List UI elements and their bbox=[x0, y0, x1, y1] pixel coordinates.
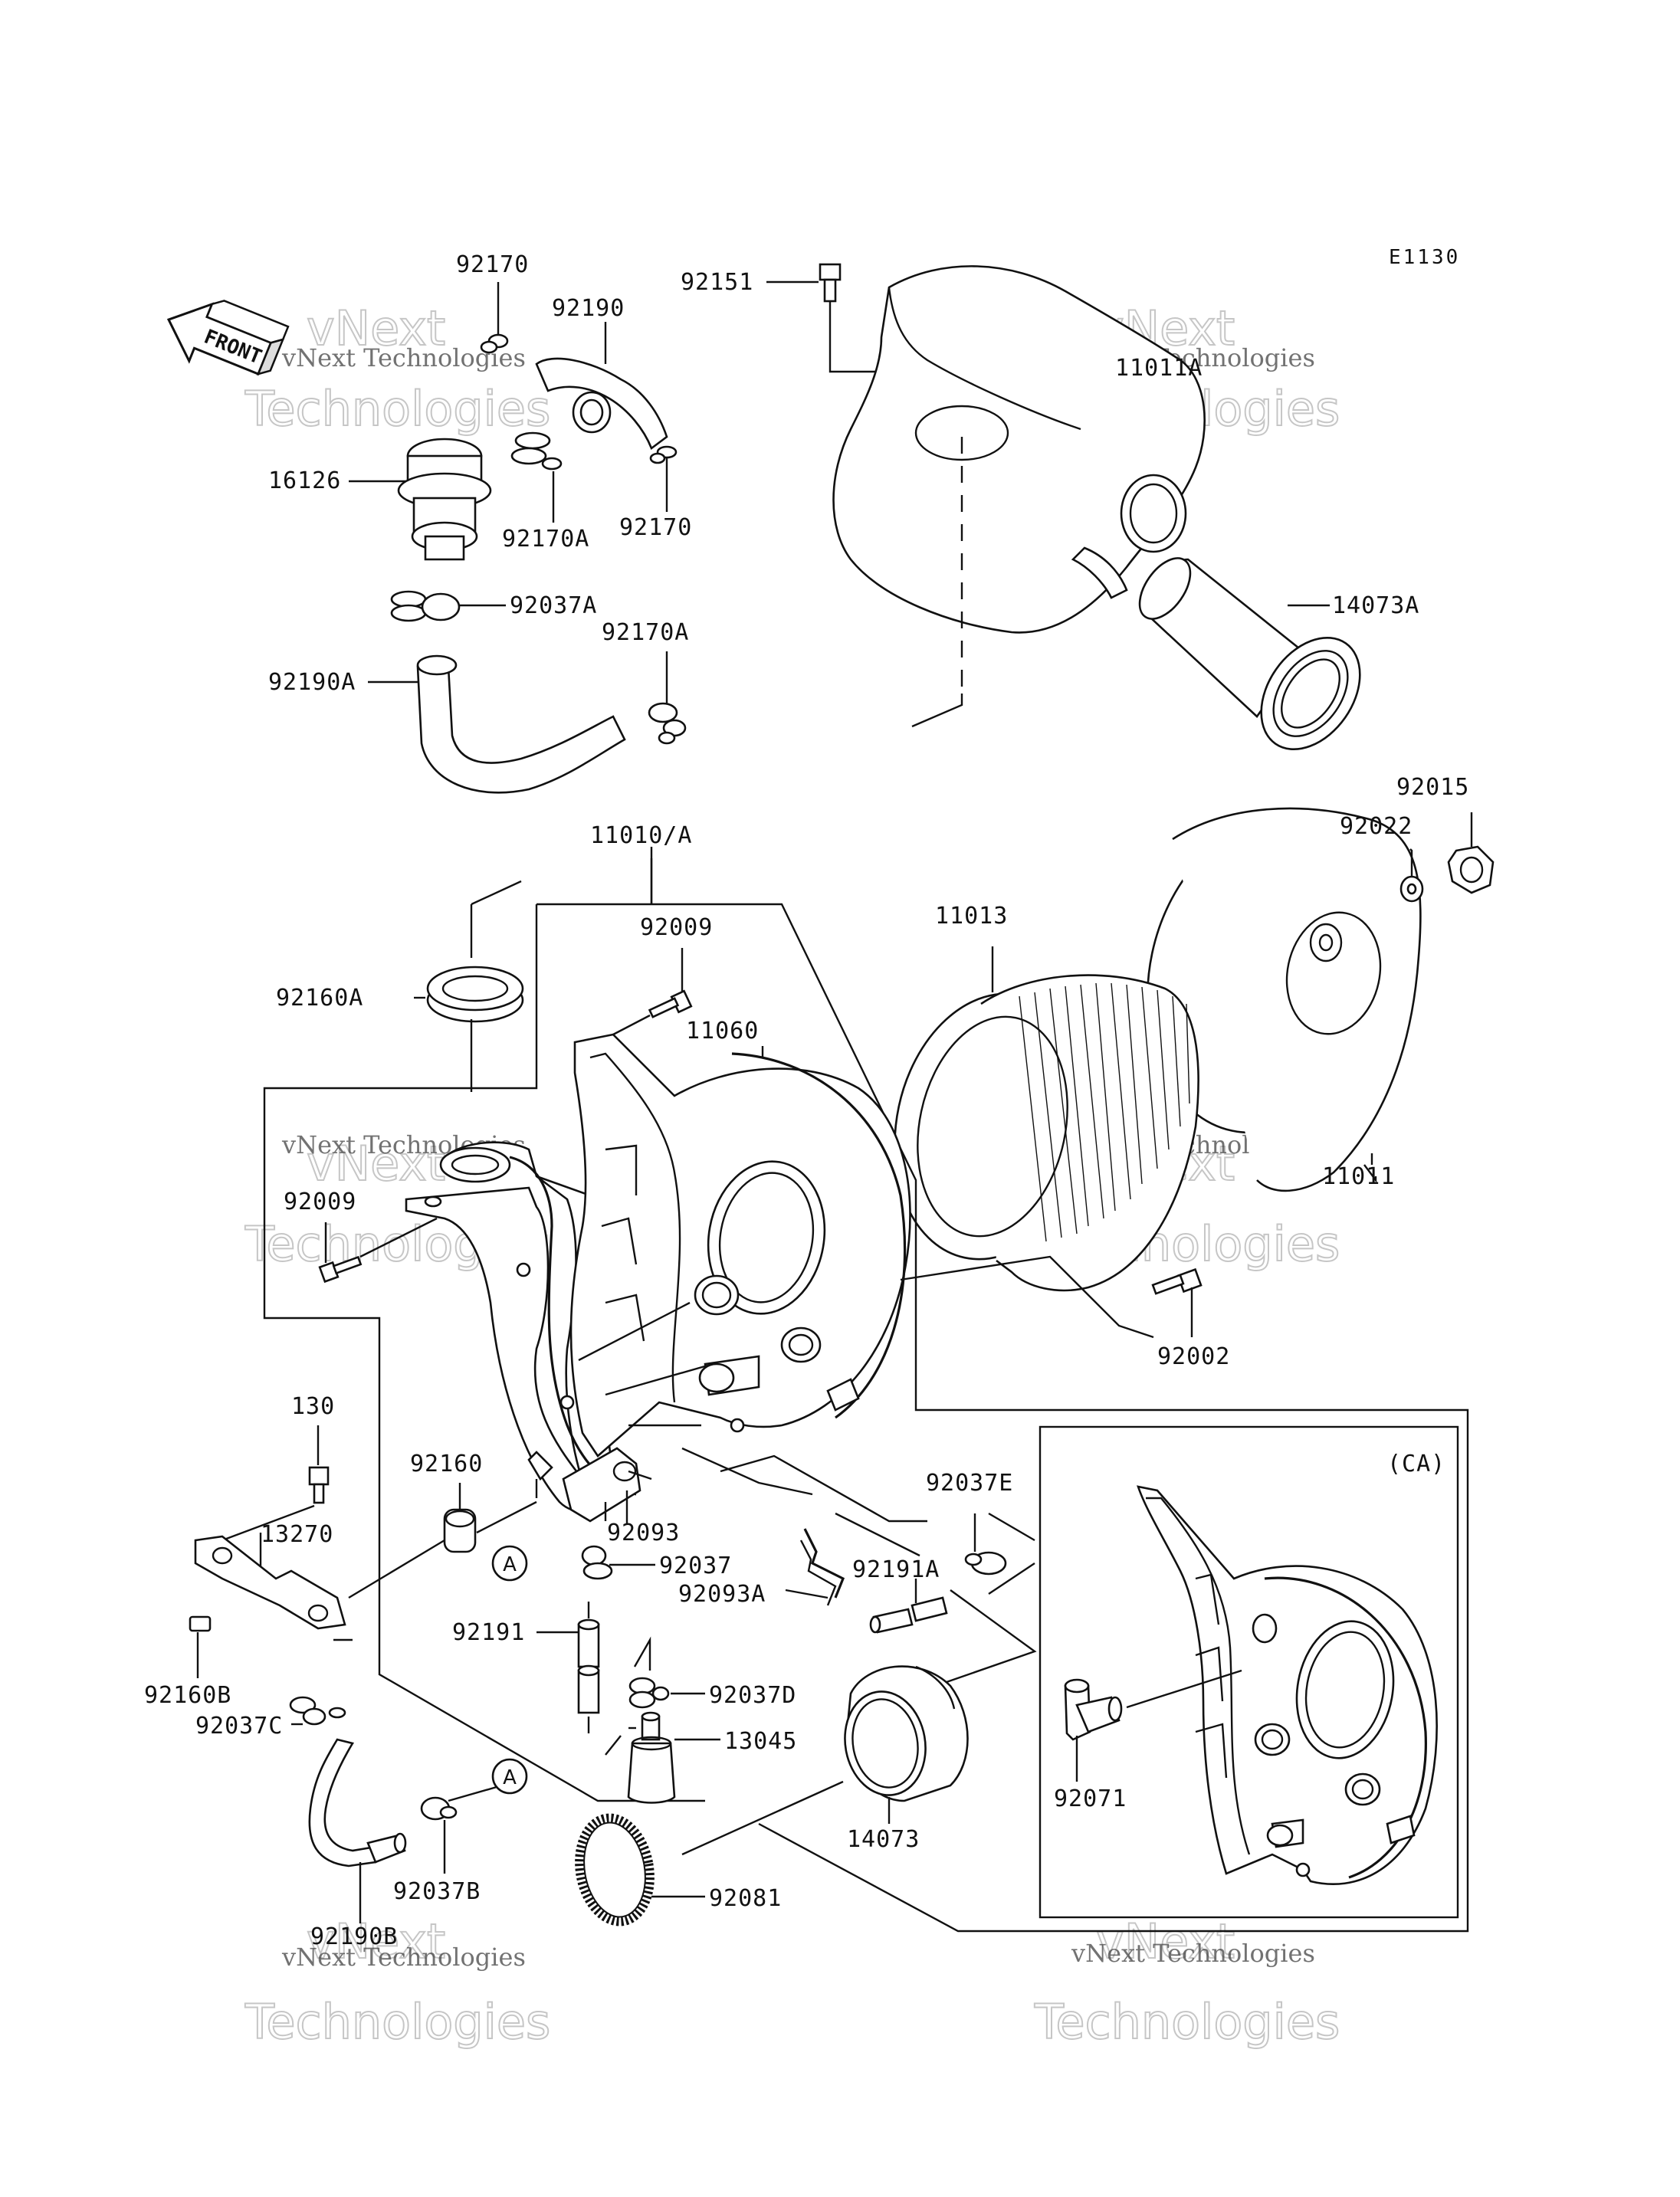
watermark-text: vNext Technologies bbox=[281, 1943, 526, 1972]
label-92037: 92037 bbox=[659, 1553, 732, 1579]
damper-92160B-icon bbox=[189, 1615, 212, 1678]
hose-92190-icon bbox=[535, 322, 668, 451]
label-92170-mid: 92170 bbox=[619, 514, 692, 541]
watermark-short: vNext bbox=[307, 1136, 445, 1192]
bracket-13270-icon bbox=[194, 1533, 346, 1630]
label-11010A: 11010/A bbox=[590, 822, 692, 849]
clamp-92170A-icon bbox=[510, 431, 563, 523]
label-11011A: 11011A bbox=[1115, 355, 1203, 382]
filter-pleats bbox=[1019, 982, 1190, 1242]
label-11011: 11011 bbox=[1322, 1163, 1395, 1190]
label-92093: 92093 bbox=[607, 1520, 680, 1546]
label-11060: 11060 bbox=[686, 1018, 759, 1044]
leader-lines bbox=[650, 847, 653, 904]
front-arrow-icon: FRONT bbox=[166, 300, 290, 376]
label-92071: 92071 bbox=[1054, 1785, 1127, 1812]
fitting-92093-icon bbox=[527, 1447, 652, 1525]
label-92015: 92015 bbox=[1396, 774, 1469, 801]
label-92190A: 92190A bbox=[268, 669, 356, 696]
cap-13045-icon bbox=[605, 1711, 720, 1804]
cover-11011A-icon bbox=[766, 263, 1206, 728]
label-16126: 16126 bbox=[268, 467, 341, 494]
label-13270: 13270 bbox=[261, 1521, 333, 1548]
label-92081: 92081 bbox=[709, 1885, 782, 1912]
label-92170A: 92170A bbox=[502, 526, 589, 553]
label-92037A: 92037A bbox=[510, 592, 597, 619]
label-92009-top: 92009 bbox=[640, 914, 713, 941]
bolt-92009-left-icon bbox=[318, 1217, 438, 1284]
grommet-92160A-icon bbox=[414, 966, 524, 1092]
clamp-92170-mid-icon bbox=[649, 445, 678, 512]
label-92190: 92190 bbox=[552, 295, 625, 322]
grommet-92160-icon bbox=[443, 1483, 537, 1553]
watermark-word: Technologies bbox=[244, 381, 550, 437]
label-92160: 92160 bbox=[410, 1451, 483, 1477]
clamp-92037D-icon bbox=[628, 1636, 705, 1709]
clamp-92037-icon bbox=[581, 1545, 655, 1580]
label-92093A: 92093A bbox=[678, 1581, 766, 1608]
label-92170: 92170 bbox=[456, 251, 529, 278]
label-130: 130 bbox=[291, 1393, 335, 1420]
filter-element-11013-icon bbox=[894, 946, 1199, 1292]
label-92191: 92191 bbox=[452, 1619, 525, 1646]
drawing-code: E1130 bbox=[1389, 246, 1460, 269]
washer-92022-icon bbox=[1399, 848, 1424, 903]
watermark-word: Technologies bbox=[1034, 1994, 1340, 2050]
backplate-11060-icon bbox=[569, 1033, 911, 1458]
label-14073A: 14073A bbox=[1332, 592, 1419, 619]
clamp-92037E-icon bbox=[964, 1513, 1007, 1576]
clamp-92170-icon bbox=[480, 282, 509, 354]
label-92190B: 92190B bbox=[310, 1923, 398, 1950]
callout-a-icon: A bbox=[491, 1545, 528, 1582]
clamp-92037B-icon bbox=[420, 1796, 458, 1874]
watermark-text: vNext Technologies bbox=[1071, 1939, 1315, 1968]
hose-92190A-icon bbox=[368, 654, 626, 794]
ca-label: (CA) bbox=[1387, 1451, 1445, 1477]
clamp-92037C-icon bbox=[289, 1696, 346, 1726]
bolt-92009-top-icon bbox=[612, 948, 693, 1036]
label-92022: 92022 bbox=[1340, 813, 1413, 840]
pipe-92093A-icon bbox=[785, 1528, 845, 1606]
ca-inset: (CA) bbox=[1039, 1425, 1459, 1919]
assembly-lines bbox=[333, 1301, 1037, 1684]
watermark-short: vNext bbox=[307, 300, 445, 356]
clamp-92170A-2-icon bbox=[648, 651, 687, 745]
nut-92015-icon bbox=[1447, 812, 1495, 894]
clamp-92037A-icon bbox=[390, 590, 506, 622]
label-92037B: 92037B bbox=[393, 1878, 481, 1905]
ring-92081-icon bbox=[575, 1813, 705, 1926]
bolt-130-icon bbox=[221, 1425, 330, 1542]
label-92191A: 92191A bbox=[852, 1556, 940, 1583]
label-92170A-2: 92170A bbox=[602, 619, 689, 646]
filter-cover-11011-icon bbox=[1146, 807, 1422, 1192]
callout-a-2-icon: A bbox=[448, 1758, 528, 1802]
hose-92190B-icon bbox=[308, 1738, 407, 1923]
label-92002: 92002 bbox=[1157, 1343, 1230, 1370]
label-92160B: 92160B bbox=[144, 1682, 231, 1709]
part-labels: 92170 92190 92151 11011A 16126 92170A 92… bbox=[144, 251, 1469, 1950]
hose-92191A-icon bbox=[869, 1579, 948, 1634]
label-92037C: 92037C bbox=[195, 1713, 283, 1740]
label-92037D: 92037D bbox=[709, 1682, 796, 1709]
watermark-short: vNext bbox=[1096, 1913, 1235, 1969]
label-13045: 13045 bbox=[724, 1728, 797, 1755]
duct-14073-icon bbox=[681, 1665, 969, 1856]
label-11013: 11013 bbox=[935, 903, 1008, 930]
hose-92191-icon bbox=[536, 1602, 600, 1733]
label-92151: 92151 bbox=[681, 269, 753, 296]
label-92160A: 92160A bbox=[276, 985, 363, 1012]
label-14073: 14073 bbox=[847, 1826, 920, 1853]
watermark-short: vNext bbox=[307, 1913, 445, 1969]
bolt-92002-icon bbox=[900, 1255, 1203, 1339]
valve-16126-icon bbox=[349, 438, 492, 561]
duct-14073A-icon bbox=[1138, 557, 1361, 751]
label-92037E: 92037E bbox=[926, 1470, 1013, 1497]
watermark-word: Technologies bbox=[244, 1994, 550, 2050]
label-92009-left: 92009 bbox=[284, 1189, 356, 1215]
callout-a-label: A bbox=[503, 1553, 517, 1576]
callout-a-label-2: A bbox=[503, 1766, 517, 1789]
